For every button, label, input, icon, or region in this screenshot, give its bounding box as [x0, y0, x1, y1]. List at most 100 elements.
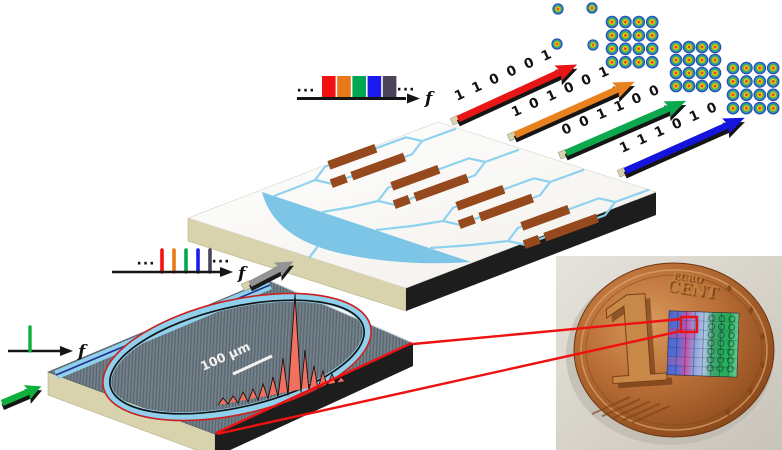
channel-arrow-blue [616, 109, 749, 184]
chip-grid-line [667, 346, 738, 351]
chip-grid-line [668, 337, 739, 342]
mode-blob [605, 29, 619, 42]
microring-dot [717, 339, 725, 348]
chip-pink-band [668, 327, 697, 339]
microring-dot [718, 315, 726, 323]
mode-blob [695, 53, 709, 67]
mode-blob [726, 75, 740, 88]
mode-blob [766, 88, 780, 102]
microring-dot [727, 331, 735, 340]
mode-blob [708, 79, 722, 93]
axis-arrowhead [60, 346, 73, 356]
top-comb-spectrum: ··· ··· f [297, 76, 435, 109]
mode-blob [605, 15, 619, 29]
mode-blob [632, 15, 646, 29]
mode-blob [695, 79, 709, 93]
comb-block-1 [322, 76, 336, 98]
mode-blob [669, 79, 683, 93]
chip-grid-line [667, 365, 738, 369]
heater-bar [478, 193, 535, 222]
mode-blob [766, 101, 780, 115]
heater-bar [350, 152, 407, 181]
coin-photo: 1 1 EURO EURO CENT CENT [556, 256, 782, 450]
microring [102, 292, 372, 422]
mode-blob [645, 29, 659, 42]
mode-blob [552, 3, 564, 15]
chip-grid-line [667, 356, 738, 360]
mode-blob [726, 88, 740, 102]
microring-dot [716, 364, 724, 372]
mzi-modulator-2 [377, 148, 520, 209]
heater-bar [390, 165, 441, 191]
mode-blob [740, 101, 753, 115]
mode-blob [619, 29, 632, 42]
heater-bar [543, 213, 600, 242]
input-spectrum: f [8, 325, 88, 362]
sparse-mode-blobs [551, 2, 599, 51]
channel-feed-4 [429, 239, 509, 250]
chip-on-coin [666, 310, 740, 378]
mode-blob [708, 66, 722, 80]
mode-blob [605, 55, 619, 69]
comb-block-2 [337, 76, 351, 98]
mode-blob [766, 75, 780, 88]
heater-bar [413, 173, 470, 202]
heater-bar [327, 144, 378, 170]
ellipsis-left: ··· [297, 83, 316, 99]
callout-line-top [412, 317, 682, 346]
pic-input-waveguide [308, 245, 319, 259]
mode-blob [708, 40, 722, 54]
comb-block-4 [367, 76, 382, 98]
mode-blob [605, 42, 619, 56]
channel-arrow-red [449, 56, 581, 131]
chip-grid [667, 311, 739, 377]
microring-dot [728, 323, 736, 331]
mode-blob [708, 53, 722, 67]
ellipsis-right: ··· [212, 254, 231, 270]
chip-grid-line [701, 311, 705, 376]
mode-blob [766, 61, 780, 75]
channel-feed-3 [375, 219, 444, 232]
frequency-axis-label: f [237, 264, 248, 284]
chip-grid-line [683, 311, 688, 376]
microring-dot [708, 323, 716, 331]
mode-blob [740, 61, 753, 75]
microring-dot [726, 365, 734, 373]
coin-stripe [601, 398, 641, 418]
mode-blob [682, 66, 696, 80]
heater-bar [455, 185, 506, 211]
ring-waveguide [102, 292, 372, 422]
coin-star [759, 360, 765, 369]
mode-blob [632, 55, 646, 69]
microring-dot [727, 340, 735, 348]
coin-star [748, 305, 754, 314]
mode-blob [551, 38, 563, 50]
frequency-axis-label: f [424, 89, 435, 109]
transfer-arrow [240, 254, 298, 296]
magnification-callout [215, 315, 699, 436]
heater-bar [522, 234, 541, 249]
mzi-modulator-1 [314, 127, 457, 188]
microring-dot [718, 323, 726, 331]
ellipsis-left: ··· [137, 256, 156, 272]
mode-blob [740, 88, 753, 102]
microring-dot [708, 314, 716, 322]
mode-blob [669, 66, 683, 80]
mid-comb-spectrum: ··· ··· f [112, 248, 248, 284]
mode-blob [753, 88, 767, 102]
mode-blob [619, 42, 632, 56]
coin-text-euro: EURO [672, 271, 703, 286]
coin-stripe [591, 396, 631, 415]
mode-blob [695, 40, 709, 54]
mode-blob [669, 53, 683, 67]
mode-blob [726, 101, 740, 115]
coin-stripes [591, 396, 671, 424]
coin-stripe [621, 402, 661, 422]
coin-star [747, 387, 753, 396]
heater-bar [392, 194, 411, 209]
coin-star [726, 284, 733, 293]
coin-rim [580, 269, 768, 431]
heater-bar [520, 205, 571, 231]
scale-bar [232, 354, 273, 376]
chip-ring-array [706, 314, 736, 373]
